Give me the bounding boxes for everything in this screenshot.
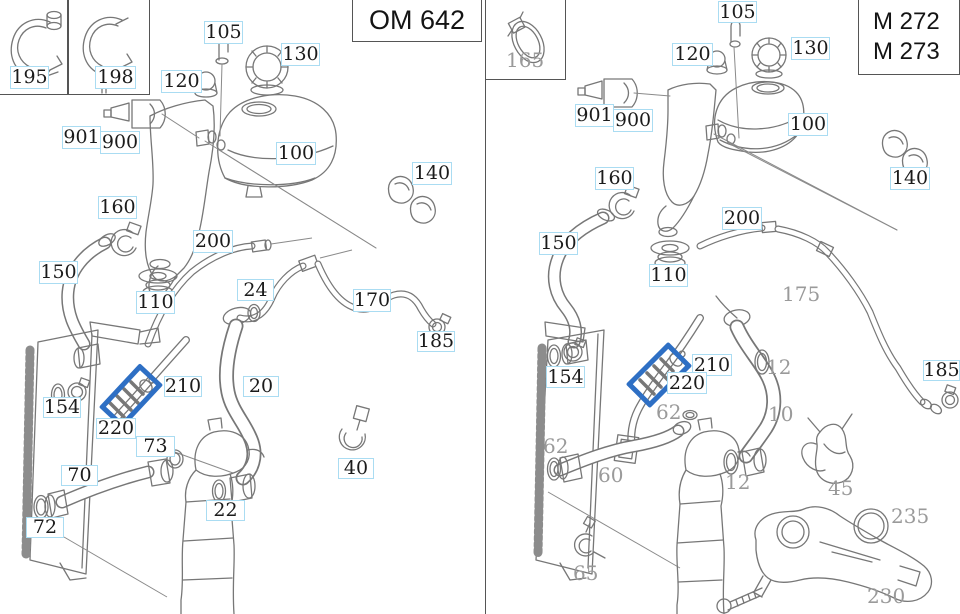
part-callout-left-154[interactable]: 154 [43, 396, 81, 418]
sensor-901-900-left-art [103, 99, 200, 139]
part-callout-left-70[interactable]: 70 [61, 465, 98, 486]
part-callout-left-130[interactable]: 130 [281, 43, 320, 66]
hose-200-left-art [144, 237, 313, 348]
part-callout-right-901[interactable]: 901 [575, 104, 614, 127]
gasket-235-right-art [853, 508, 889, 544]
part-callout-right-110[interactable]: 110 [649, 264, 688, 287]
part-callout-right-100[interactable]: 100 [788, 113, 828, 136]
engine-code-om642: OM 642 [368, 4, 466, 35]
part-callout-left-20[interactable]: 20 [243, 376, 279, 397]
part-callout-right-210[interactable]: 210 [692, 353, 732, 376]
part-callout-right-120[interactable]: 120 [672, 43, 713, 66]
part-callout-right-150[interactable]: 150 [539, 232, 578, 255]
cap-130-right-art [751, 37, 787, 79]
clamp-160-right-art [608, 184, 640, 220]
part-callout-right-105[interactable]: 105 [718, 0, 757, 23]
clamp-160-left-art [110, 221, 142, 257]
part-callout-right-12b[interactable]: 12 [725, 470, 751, 494]
part-callout-right-185[interactable]: 185 [923, 359, 960, 381]
part-callout-right-165[interactable]: 165 [506, 48, 545, 72]
inset-panel-165 [485, 0, 566, 80]
part-callout-right-12a[interactable]: 12 [766, 355, 792, 379]
bracket-105-left-art [215, 35, 229, 137]
hose-20-left-art [211, 306, 262, 503]
engine-code-m273: M 273 [873, 37, 940, 65]
engine-left-art [180, 417, 265, 614]
engine-code-box-m272-m273: M 272 M 273 [858, 0, 960, 75]
part-callout-right-130[interactable]: 130 [791, 37, 830, 60]
manifold-230-right-art [752, 506, 933, 603]
part-callout-left-220l[interactable]: 220 [96, 417, 136, 439]
part-callout-left-185[interactable]: 185 [417, 330, 455, 352]
hose-200-175-right-art [696, 220, 959, 415]
part-callout-left-100[interactable]: 100 [276, 142, 316, 165]
bracket-45-right-art [801, 413, 854, 484]
expansion-tank-left-art [144, 94, 377, 298]
part-callout-right-60[interactable]: 60 [598, 463, 624, 487]
clamps-140-left-art [387, 175, 436, 224]
expansion-tank-right-art [657, 80, 898, 238]
hose-70-left-art [33, 449, 184, 598]
part-callout-left-170[interactable]: 170 [353, 289, 391, 312]
part-callout-right-230[interactable]: 230 [867, 584, 906, 608]
part-callout-left-110[interactable]: 110 [136, 291, 175, 314]
part-callout-right-900[interactable]: 900 [613, 109, 653, 132]
sensor-901-900-right-art [577, 78, 671, 108]
part-callout-left-72[interactable]: 72 [26, 517, 64, 538]
clamp-65-right-art [573, 515, 606, 559]
inset-panel-198 [68, 0, 150, 95]
engine-right-art [676, 417, 751, 614]
part-callout-left-24[interactable]: 24 [237, 279, 274, 301]
part-callout-right-140[interactable]: 140 [890, 167, 930, 190]
part-callout-left-40[interactable]: 40 [338, 458, 374, 479]
part-callout-right-62a[interactable]: 62 [656, 400, 682, 424]
part-callout-left-22[interactable]: 22 [206, 500, 245, 521]
part-callout-right-10[interactable]: 10 [768, 402, 794, 426]
inset-clamp-165-art [507, 11, 545, 64]
part-callout-right-235[interactable]: 235 [891, 504, 930, 528]
hose-10-right-art [715, 295, 782, 477]
hose-60-right-art [546, 409, 698, 569]
hose-150-left-art [61, 233, 116, 369]
part-callout-right-200[interactable]: 200 [722, 207, 762, 230]
part-callout-left-200[interactable]: 200 [193, 230, 233, 253]
part-callout-left-150[interactable]: 150 [39, 261, 78, 284]
ring-154-right-art [546, 337, 587, 368]
bracket-40-left-art [338, 405, 370, 451]
part-callout-right-175[interactable]: 175 [782, 282, 821, 306]
part-callout-left-195[interactable]: 195 [10, 66, 49, 89]
inset-panel-195 [0, 0, 68, 95]
part-callout-left-901[interactable]: 901 [62, 126, 101, 149]
engine-code-box-om642: OM 642 [352, 0, 482, 42]
part-callout-left-210[interactable]: 210 [164, 375, 202, 397]
part-callout-right-154[interactable]: 154 [546, 365, 585, 388]
cap-130-left-art [245, 45, 289, 96]
part-callout-right-62b[interactable]: 62 [543, 434, 569, 458]
part-callout-left-73[interactable]: 73 [136, 436, 175, 457]
part-callout-left-140[interactable]: 140 [412, 162, 452, 185]
part-callout-left-120[interactable]: 120 [161, 70, 202, 93]
part-callout-right-45[interactable]: 45 [828, 476, 854, 500]
panel-divider [485, 0, 486, 614]
pipe-210-sensor-220-right-art [613, 314, 704, 465]
part-callout-left-160[interactable]: 160 [98, 196, 137, 219]
bracket-105-right-art [729, 19, 741, 139]
part-callout-right-220l[interactable]: 220 [667, 371, 707, 394]
engine-code-m272: M 272 [873, 7, 940, 35]
part-callout-right-160[interactable]: 160 [595, 167, 634, 190]
part-callout-left-105[interactable]: 105 [204, 21, 243, 44]
part-callout-left-198[interactable]: 198 [95, 66, 136, 89]
part-callout-left-900[interactable]: 900 [100, 131, 140, 154]
part-callout-right-65[interactable]: 65 [573, 561, 599, 585]
